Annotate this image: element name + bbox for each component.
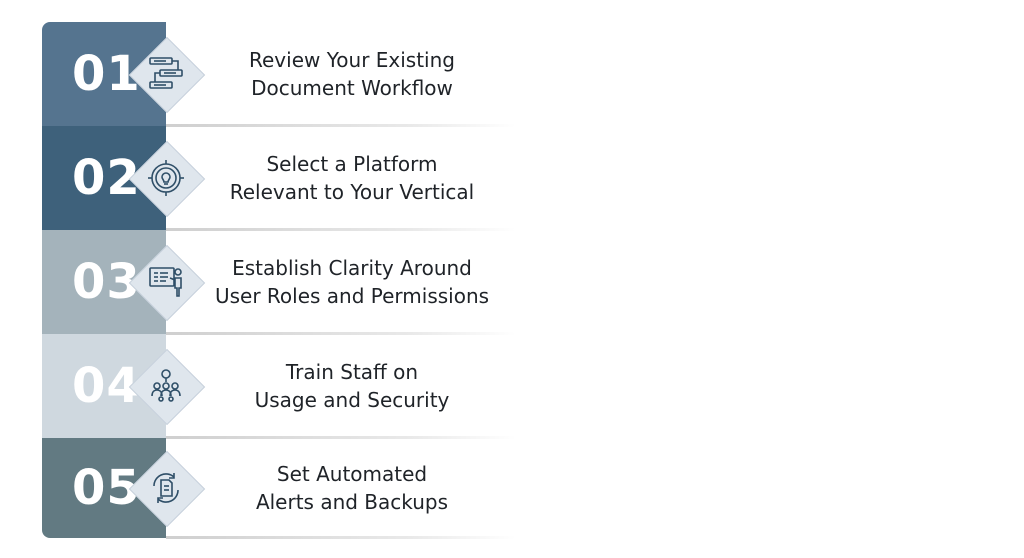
document-backup-icon — [141, 463, 191, 513]
team-training-icon — [141, 361, 191, 411]
step-label-line-1: Set Automated — [276, 462, 428, 486]
step-label-line-1: Train Staff on — [285, 360, 419, 384]
step-label: Establish Clarity Around User Roles and … — [192, 254, 512, 310]
divider — [166, 436, 516, 439]
divider — [166, 332, 516, 335]
step-label-line-1: Review Your Existing — [249, 48, 455, 72]
step-label-line-1: Establish Clarity Around — [232, 256, 472, 280]
step-3: 03 Establish Clarity Around User Roles a… — [42, 230, 489, 334]
step-5: 05 Set Automated Alerts and Backups — [42, 438, 482, 538]
step-number: 01 — [72, 46, 141, 102]
step-number-block: 02 — [42, 126, 166, 230]
step-label-line-2: User Roles and Permissions — [214, 284, 490, 308]
step-label: Select a Platform Relevant to Your Verti… — [192, 150, 512, 206]
divider — [166, 228, 516, 231]
step-number: 05 — [72, 460, 141, 516]
divider — [166, 124, 516, 127]
step-label-line-1: Select a Platform — [266, 152, 438, 176]
step-number: 02 — [72, 150, 141, 206]
step-label-line-2: Alerts and Backups — [255, 490, 449, 514]
step-label-line-2: Usage and Security — [254, 388, 450, 412]
workflow-icon — [141, 49, 191, 99]
target-lightbulb-icon — [141, 153, 191, 203]
step-label-line-2: Relevant to Your Vertical — [229, 180, 475, 204]
step-label: Review Your Existing Document Workflow — [192, 46, 512, 102]
step-1: 01 Review Your Existing Document Workflo… — [42, 22, 482, 126]
step-number: 04 — [72, 358, 141, 414]
step-4: 04 Train Staff on Usage and Security — [42, 334, 482, 438]
step-label-line-2: Document Workflow — [251, 76, 453, 100]
presentation-board-icon — [141, 257, 191, 307]
step-number: 03 — [72, 254, 141, 310]
step-label: Train Staff on Usage and Security — [192, 358, 512, 414]
divider — [166, 536, 516, 539]
step-2: 02 Select a Platform Relevant to Your Ve… — [42, 126, 482, 230]
step-label: Set Automated Alerts and Backups — [192, 460, 512, 516]
